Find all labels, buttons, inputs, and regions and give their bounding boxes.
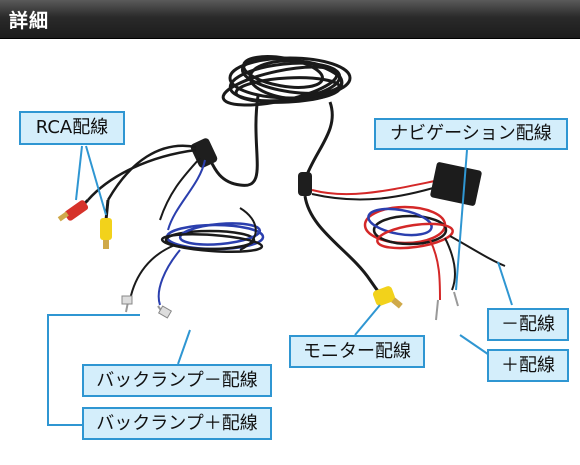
plus-wiring-label: ＋配線 <box>487 349 569 382</box>
rca-wiring-label: RCA配線 <box>19 111 125 145</box>
backlamp-minus-wiring-label: バックランプ－配線 <box>82 364 272 397</box>
monitor-wiring-label: モニター配線 <box>289 335 425 368</box>
page-title: 詳細 <box>9 10 50 32</box>
black-cable-right <box>303 101 334 181</box>
right-junction-block <box>298 172 312 196</box>
backlamp-plus-wiring-label: バックランプ＋配線 <box>82 407 272 440</box>
minus-wiring-label: －配線 <box>487 308 569 341</box>
monitor-yellow-plug <box>372 286 403 309</box>
callout-lines <box>47 145 513 426</box>
navigation-module-box <box>430 162 482 206</box>
rca-yellow-plug <box>100 199 112 249</box>
red-black-bundle <box>363 205 454 250</box>
black-cable-left <box>203 95 260 187</box>
blue-black-coil <box>160 222 265 253</box>
page-header: 詳細 <box>0 0 580 39</box>
rca-red-plug <box>57 198 90 222</box>
coiled-black-cable <box>221 55 352 107</box>
navigation-wiring-label: ナビゲーション配線 <box>374 118 568 150</box>
